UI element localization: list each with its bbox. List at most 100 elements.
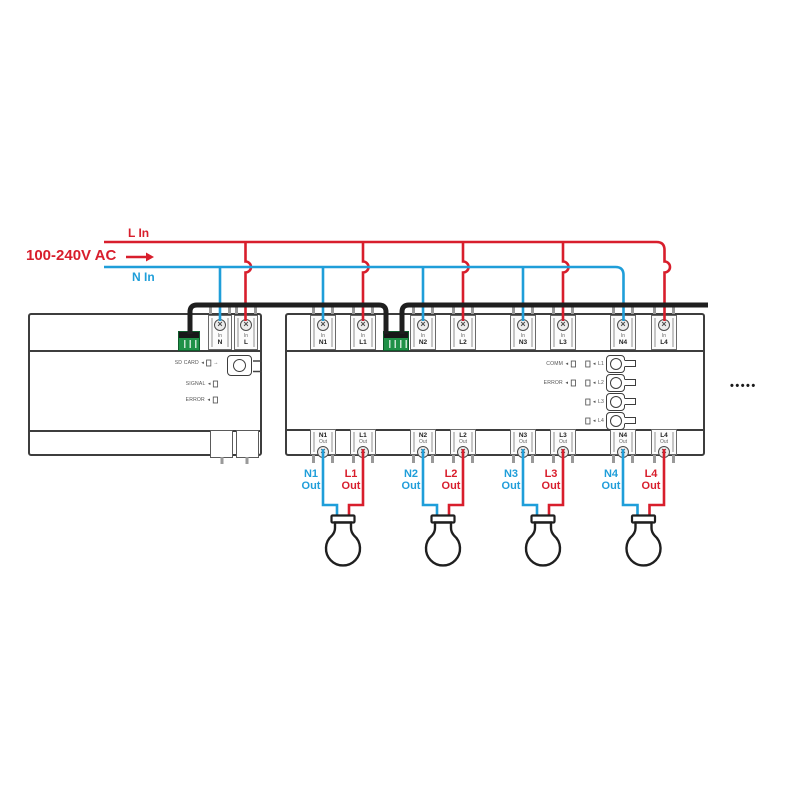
terminal-sub-label: Out	[358, 439, 368, 445]
actuator-top-divider	[286, 350, 704, 352]
led-arrow-icon: ◄	[206, 397, 212, 403]
terminal-name-label: L1	[359, 432, 367, 439]
mini-arrow-icon: →	[212, 360, 218, 366]
indicator-row-error-actuator: ERROR ◄	[544, 379, 576, 388]
terminal-name-label: N	[217, 339, 223, 346]
channel-row-l4: ◄ L4	[585, 417, 604, 426]
screw-icon	[317, 446, 329, 458]
power-module-button	[227, 355, 252, 376]
screw-icon	[517, 319, 529, 331]
l-in-label: L In	[128, 226, 150, 240]
screw-icon	[240, 319, 252, 331]
bus-connector-slots	[180, 340, 198, 348]
indicator-row-error: ERROR ◄	[186, 396, 218, 405]
channel-label: L3	[597, 399, 604, 405]
terminal-name-label: N3	[518, 339, 528, 346]
led-icon	[585, 360, 591, 368]
screw-icon	[517, 446, 529, 458]
indicator-label: ERROR	[544, 380, 564, 386]
lamp-2	[424, 514, 462, 567]
indicator-row-comm: COMM ◄	[546, 360, 576, 369]
led-arrow-icon: ◄	[206, 381, 212, 387]
terminal-sub-label: Out	[558, 439, 568, 445]
channel-row-l3: ◄ L3	[585, 398, 604, 407]
screw-icon	[357, 319, 369, 331]
terminal-name-label: L	[244, 339, 248, 346]
indicator-row-sd-card: SD CARD ◄ →	[174, 359, 218, 368]
led-icon	[570, 360, 576, 368]
screw-icon	[457, 319, 469, 331]
channel-button-l3	[606, 393, 625, 411]
actuator-bottom-divider	[286, 429, 704, 431]
terminal-power-n-in: In N	[208, 315, 232, 350]
channel-row-l2: ◄ L2	[585, 379, 604, 388]
screw-icon	[658, 446, 670, 458]
terminal-sub-label: Out	[659, 439, 669, 445]
bus-connector-actuator	[383, 331, 409, 351]
indicator-row-signal: SIGNAL ◄	[186, 380, 218, 389]
screw-icon	[617, 319, 629, 331]
screw-icon	[557, 446, 569, 458]
channel-button-tab	[624, 360, 636, 367]
supply-voltage-label: 100-240V AC	[26, 247, 117, 264]
led-icon	[212, 380, 218, 388]
terminal-name-label: N4	[618, 339, 628, 346]
l-in-wire	[104, 240, 672, 321]
terminal-name-label: N4	[618, 432, 628, 439]
power-module-bottom-stub-l	[236, 430, 259, 458]
indicator-label: SD CARD	[174, 360, 199, 366]
channel-button-tab	[624, 398, 636, 405]
screw-icon	[457, 446, 469, 458]
channel-button-l2	[606, 374, 625, 392]
terminal-name-label: L3	[559, 432, 567, 439]
terminal-name-label: N1	[318, 432, 328, 439]
channel-button-circle	[609, 377, 622, 389]
power-module-bottom-stub-n	[210, 430, 233, 458]
led-arrow-icon: ◄	[564, 361, 570, 367]
terminal-name-label: L3	[559, 339, 567, 346]
channel-label: L1	[597, 361, 604, 367]
n-in-label: N In	[132, 270, 155, 284]
terminal-name-label: L4	[660, 339, 668, 346]
lamp-1	[324, 514, 362, 567]
led-icon	[206, 359, 212, 367]
power-module-button-circle	[233, 359, 246, 372]
channel-label: L2	[597, 380, 604, 386]
channel-button-tab	[624, 417, 636, 424]
screw-icon	[214, 319, 226, 331]
terminal-name-label: L2	[459, 432, 467, 439]
led-arrow-icon: ◄	[200, 360, 205, 366]
screw-icon	[557, 319, 569, 331]
terminal-name-label: L1	[359, 339, 367, 346]
led-arrow-icon: ◄	[592, 361, 597, 367]
channel-button-circle	[609, 358, 622, 370]
output-wires-n	[321, 449, 639, 517]
led-icon	[212, 396, 218, 404]
led-icon	[570, 379, 576, 387]
terminal-name-label: L2	[459, 339, 467, 346]
terminal-sub-label: Out	[418, 439, 428, 445]
channel-label: L4	[597, 418, 604, 424]
channel-row-l1: ◄ L1	[585, 360, 604, 369]
screw-icon	[417, 446, 429, 458]
led-arrow-icon: ◄	[592, 418, 597, 424]
indicator-label: SIGNAL	[185, 381, 206, 387]
